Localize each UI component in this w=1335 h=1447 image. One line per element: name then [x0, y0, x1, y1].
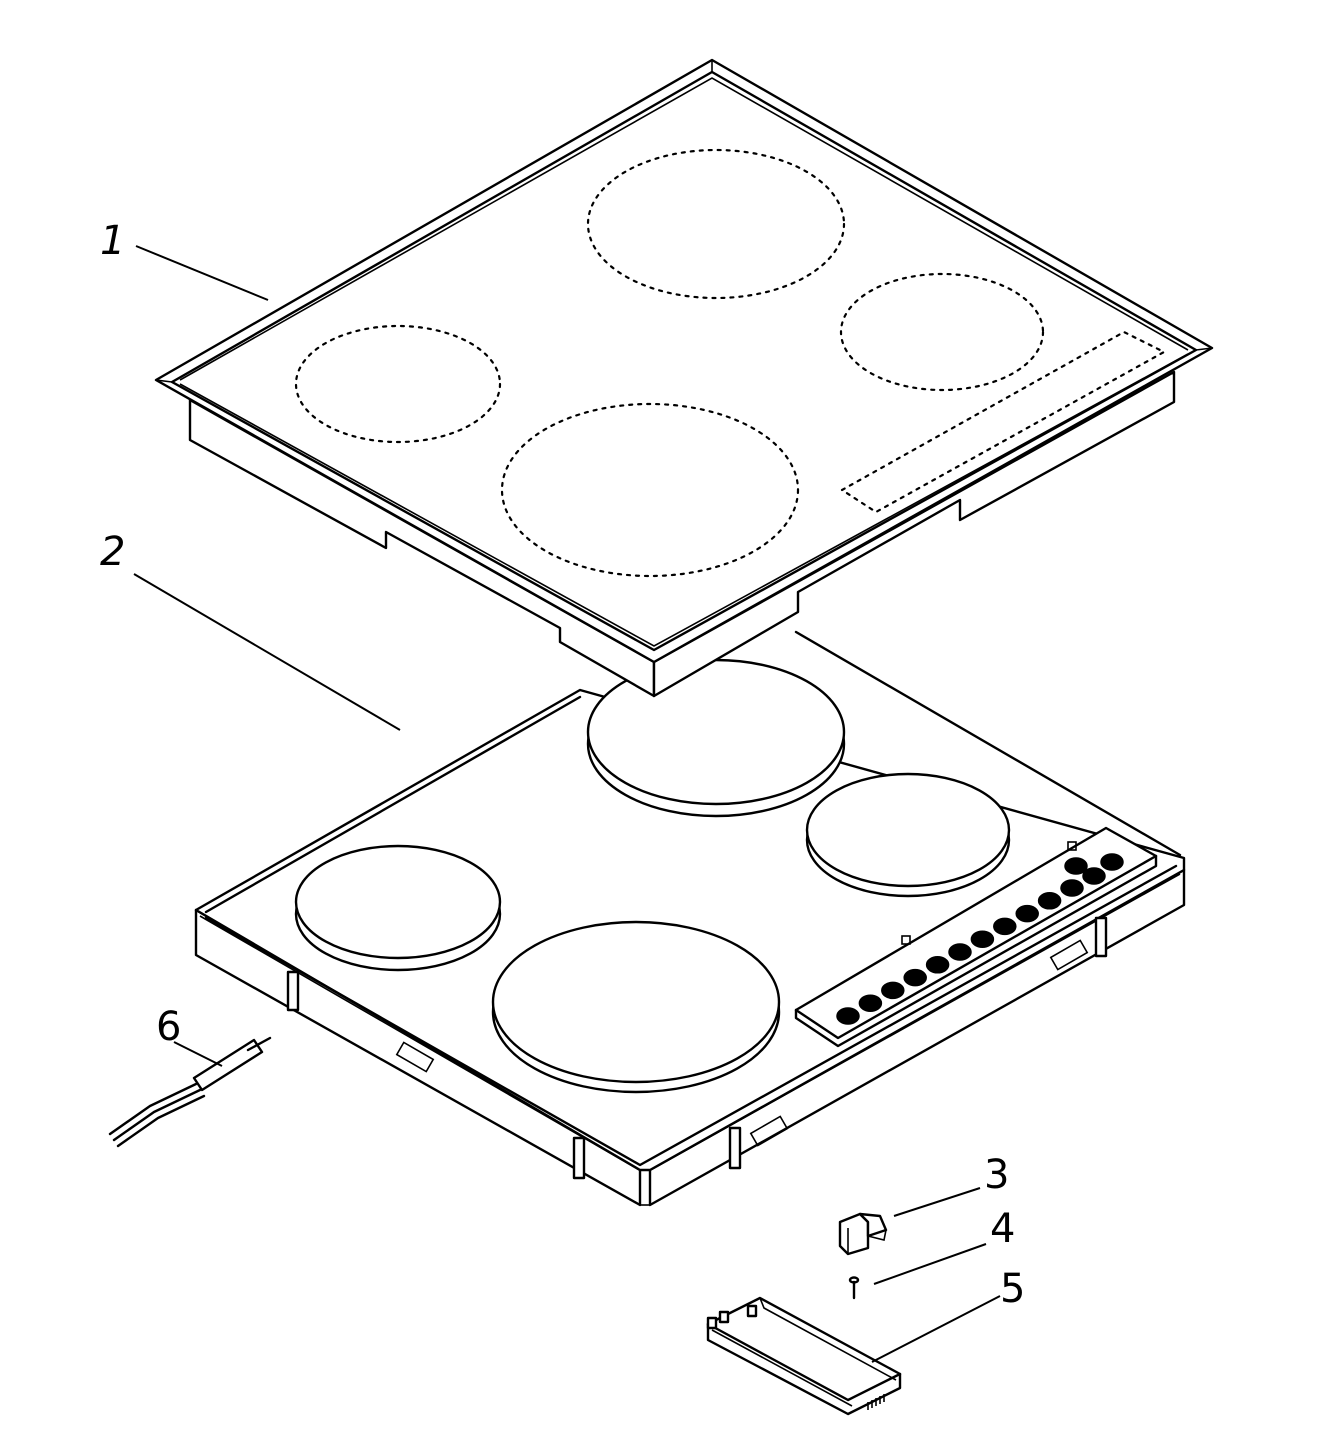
control-knob — [858, 994, 883, 1012]
control-knob — [970, 930, 995, 948]
control-knob — [1064, 857, 1088, 875]
terminal-cover-vents — [867, 1394, 885, 1410]
heating-element-front-large — [491, 920, 781, 1094]
zone-marking-left — [294, 324, 502, 444]
skirt-brackets — [286, 916, 1108, 1180]
control-knob — [1100, 853, 1124, 871]
glass-ceramic-top — [154, 58, 1214, 698]
leader-1 — [135, 245, 269, 301]
hob-base — [194, 630, 1186, 1207]
screw — [848, 1276, 860, 1300]
heating-element-right-small — [805, 772, 1011, 898]
leader-5 — [871, 1295, 1001, 1363]
power-cable — [108, 1036, 272, 1148]
zone-marking-front — [500, 402, 800, 578]
control-knob — [1082, 867, 1106, 885]
control-marking — [839, 330, 1167, 514]
callout-4: 4 — [990, 1206, 1015, 1252]
callout-2: 2 — [100, 529, 125, 575]
leader-lines — [133, 245, 1001, 1363]
callout-5: 5 — [1000, 1266, 1025, 1312]
control-knob — [836, 1007, 860, 1025]
mounting-clamp — [838, 1212, 888, 1256]
control-knob — [948, 943, 972, 961]
zone-marking-right — [839, 272, 1045, 392]
control-knob — [993, 917, 1017, 936]
leader-6 — [173, 1041, 223, 1067]
callout-1: 1 — [100, 218, 125, 264]
callout-3: 3 — [984, 1152, 1009, 1198]
callout-numbers: 1 2 3 4 5 6 — [100, 218, 1025, 1312]
control-knob — [1060, 879, 1084, 897]
control-knob — [925, 956, 950, 974]
control-knobs — [836, 853, 1124, 1025]
control-knob — [881, 981, 905, 1000]
control-knob — [903, 968, 927, 987]
heating-element-back-large — [586, 658, 846, 818]
control-knob — [1015, 904, 1039, 923]
heating-element-left-small — [294, 844, 502, 972]
control-knob — [1037, 892, 1062, 910]
leader-4 — [873, 1243, 987, 1285]
zone-marking-back — [586, 148, 846, 300]
glass-top-plate — [154, 58, 1214, 664]
callout-6: 6 — [156, 1004, 181, 1050]
glass-top-right-skirt — [652, 370, 1176, 698]
leader-3 — [893, 1187, 981, 1217]
terminal-cover — [706, 1296, 902, 1416]
leader-2 — [133, 573, 401, 731]
